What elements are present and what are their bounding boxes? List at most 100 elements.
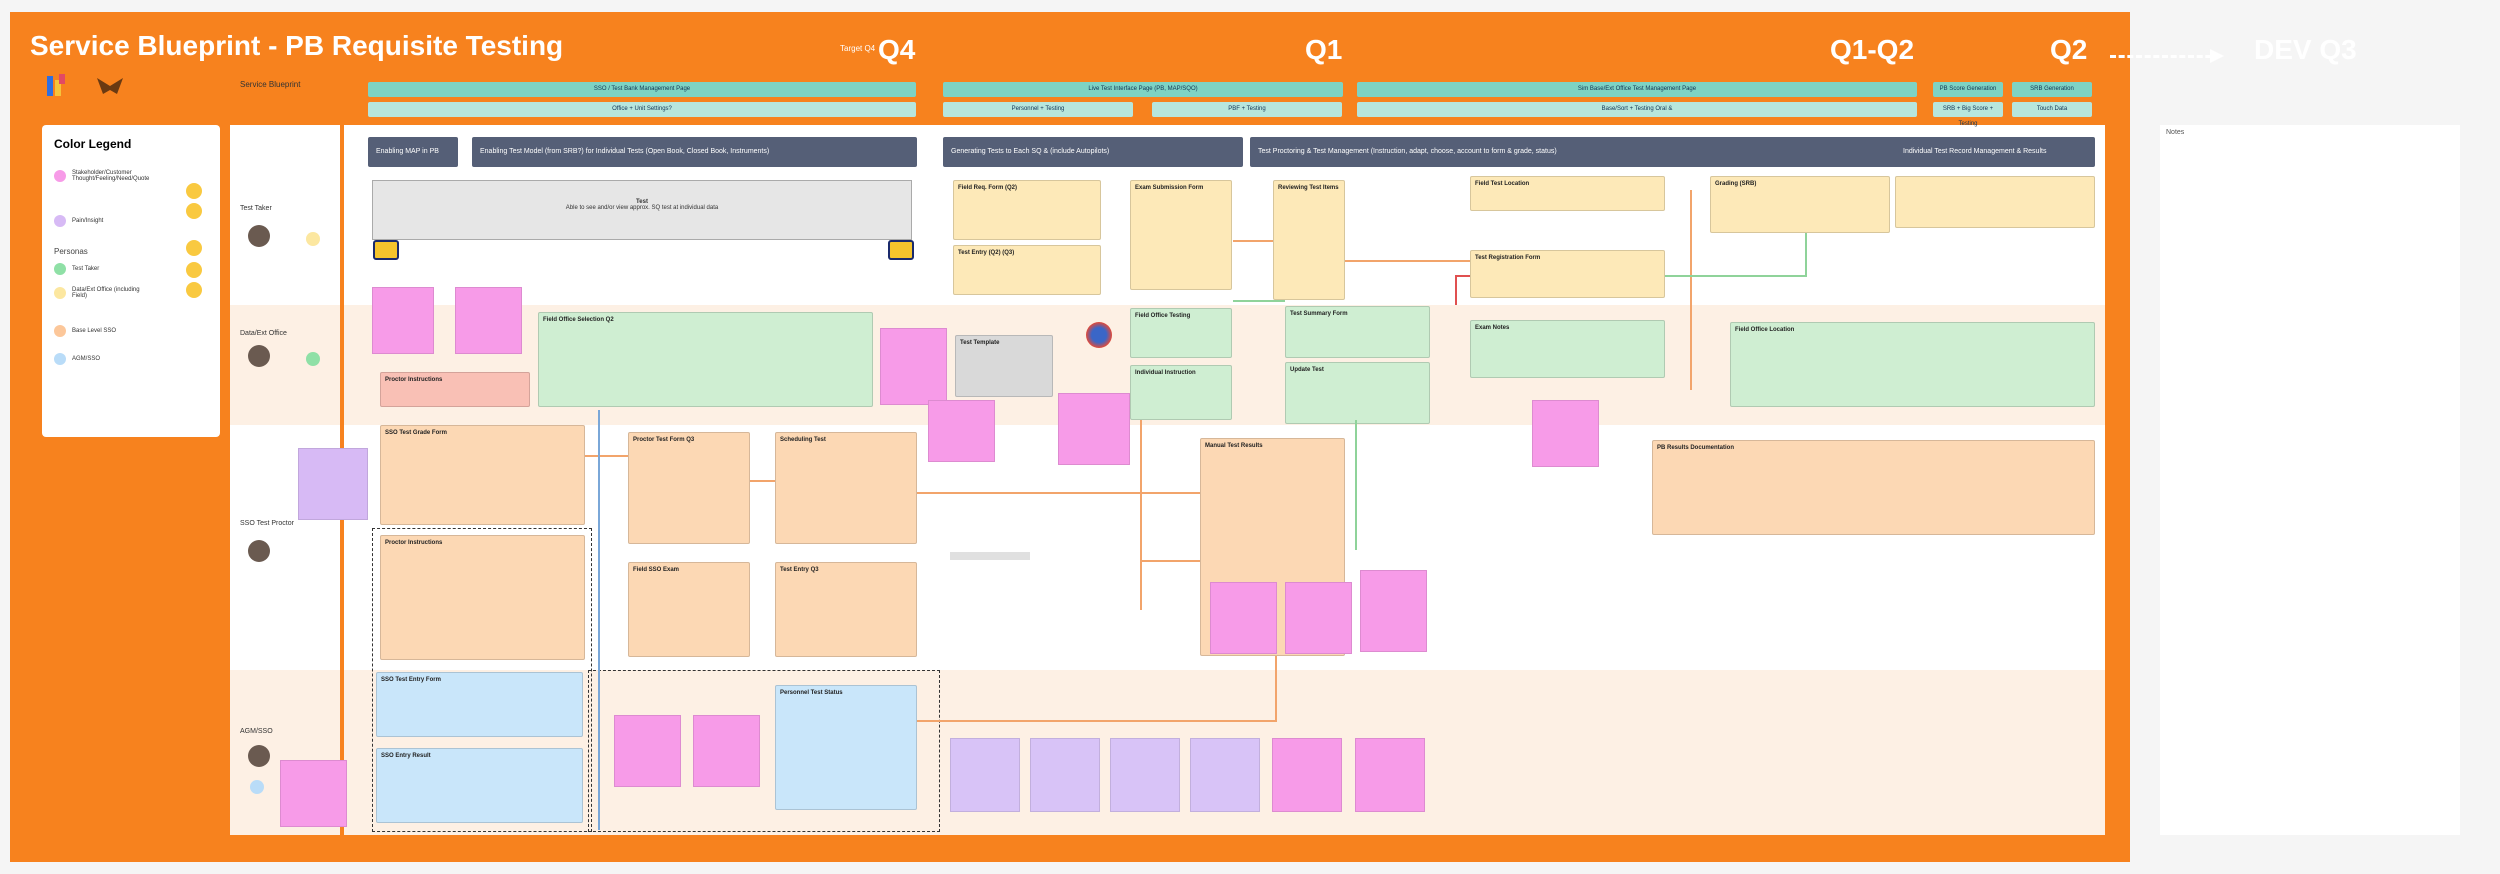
persona-badge — [306, 352, 320, 366]
sticky-note — [280, 760, 347, 827]
connector — [1355, 420, 1357, 550]
card-title: Test Summary Form — [1290, 311, 1348, 317]
green-dot-icon — [54, 263, 66, 275]
stage-header: Enabling MAP in PB — [368, 137, 458, 167]
card-yellow — [1895, 176, 2095, 228]
card-title: Scheduling Test — [780, 437, 826, 443]
card-title: Proctor Instructions — [385, 377, 443, 383]
globe-icon — [1086, 322, 1112, 348]
sticky-note — [1058, 393, 1130, 465]
legend-persona-agm: AGM/SSO — [54, 353, 144, 365]
group-frame — [588, 670, 940, 832]
card-title: Exam Notes — [1475, 325, 1510, 331]
test-bar-text: Able to see and/or view approx. SQ test … — [565, 205, 719, 211]
legend-persona-label: Test Taker — [72, 266, 100, 272]
teal-label: Live Test Interface Page (PB, MAP/SQO) — [943, 82, 1343, 97]
legend-item-label: Pain/Insight — [72, 218, 104, 224]
logo-b-icon — [95, 72, 125, 100]
connector — [917, 720, 1277, 722]
legend-item-stakeholder: Stakeholder/Customer Thought/Feeling/Nee… — [54, 170, 149, 182]
stage-header: Enabling Test Model (from SRB?) for Indi… — [472, 137, 917, 167]
connector — [585, 455, 628, 457]
blue-dot-icon — [54, 353, 66, 365]
connector — [1140, 420, 1142, 610]
avatar — [248, 345, 270, 367]
connector — [598, 410, 600, 830]
card-green: Field Office Location — [1730, 322, 2095, 407]
card-orange: Proctor Instructions — [380, 535, 585, 660]
card-blue: SSO Entry Result — [376, 748, 583, 823]
card-title: Proctor Test Form Q3 — [633, 437, 695, 443]
board-title: Service Blueprint - PB Requisite Testing — [30, 30, 564, 61]
card-title: Field Test Location — [1475, 181, 1530, 187]
emoji-icon — [186, 203, 202, 219]
lane-header-label: Service Blueprint — [240, 80, 301, 89]
legend-persona-label: Base Level SSO — [72, 328, 117, 334]
stage-header: Generating Tests to Each SQ & (include A… — [943, 137, 1243, 167]
connector — [1233, 300, 1285, 302]
quarter-q4: Q4 — [878, 34, 916, 65]
connector — [917, 492, 1200, 494]
sticky-note-pain — [950, 738, 1020, 812]
card-yellow: Field Req. Form (Q2) — [953, 180, 1101, 240]
card-green: Field Office Selection Q2 — [538, 312, 873, 407]
connector — [1455, 275, 1470, 277]
card-title: Test Template — [960, 340, 1000, 346]
card-yellow: Field Test Location — [1470, 176, 1665, 211]
sticky-note-pain — [1190, 738, 1260, 812]
lane-field-office: Data/Ext Office — [240, 330, 287, 337]
card-green: Individual Instruction — [1130, 365, 1232, 420]
card-yellow: Exam Submission Form — [1130, 180, 1232, 290]
connector — [750, 480, 775, 482]
avatar — [248, 745, 270, 767]
card-orange: SSO Test Grade Form — [380, 425, 585, 525]
sticky-note — [693, 715, 760, 787]
legend-persona-label: Data/Ext Office (including Field) — [72, 287, 140, 299]
connector — [1233, 240, 1273, 242]
connector — [1690, 190, 1692, 390]
sticky-note — [1285, 582, 1352, 654]
card-orange: Test Entry Q3 — [775, 562, 917, 657]
stage-header: Individual Test Record Management & Resu… — [1895, 137, 2095, 167]
lane-sso: SSO Test Proctor — [240, 520, 294, 527]
connector — [1275, 656, 1277, 722]
card-yellow: Test Entry (Q2) (Q3) — [953, 245, 1101, 295]
notes-panel-label: Notes — [2166, 129, 2185, 136]
timeline-arrow — [2110, 49, 2224, 63]
sticky-note — [1532, 400, 1599, 467]
teal-label: SRB Generation — [2012, 82, 2092, 97]
connector — [1665, 275, 1805, 277]
emoji-icon — [186, 240, 202, 256]
card-green: Field Office Testing — [1130, 308, 1232, 358]
card-title: Reviewing Test Items — [1278, 185, 1339, 191]
stage-header: Test Proctoring & Test Management (Instr… — [1250, 137, 1900, 167]
card-title: SSO Test Entry Form — [381, 677, 441, 683]
color-legend: Color Legend Stakeholder/Customer Though… — [42, 125, 220, 437]
legend-persona-field-office: Data/Ext Office (including Field) — [54, 287, 144, 299]
card-orange: Field SSO Exam — [628, 562, 750, 657]
card-blue: SSO Test Entry Form — [376, 672, 583, 737]
card-title: PB Results Documentation — [1657, 445, 1735, 451]
sticky-note — [1272, 738, 1342, 812]
teal-label: Sim Base/Ext Office Test Management Page — [1357, 82, 1917, 97]
connector — [1140, 560, 1200, 562]
card-green: Exam Notes — [1470, 320, 1665, 378]
card-title: Field SSO Exam — [633, 567, 680, 573]
card-title: SSO Entry Result — [381, 753, 431, 759]
legend-persona-label: AGM/SSO — [72, 356, 101, 362]
card-title: Manual Test Results — [1205, 443, 1263, 449]
card-title: Test Entry (Q2) (Q3) — [958, 250, 1015, 256]
emoji-icon — [186, 183, 202, 199]
sticky-note — [1360, 570, 1427, 652]
teal-sub-label: PBF + Testing — [1152, 102, 1342, 117]
yellow-dot-icon — [54, 287, 66, 299]
teal-label: SSO / Test Bank Management Page — [368, 82, 916, 97]
sticky-note-pain — [1030, 738, 1100, 812]
lane-test-taker: Test Taker — [240, 205, 272, 212]
sticky-note — [880, 328, 947, 405]
notes-panel: Notes — [2160, 125, 2460, 835]
connector — [1345, 260, 1470, 262]
sticky-note-pain — [1110, 738, 1180, 812]
emoji-icon — [186, 262, 202, 278]
